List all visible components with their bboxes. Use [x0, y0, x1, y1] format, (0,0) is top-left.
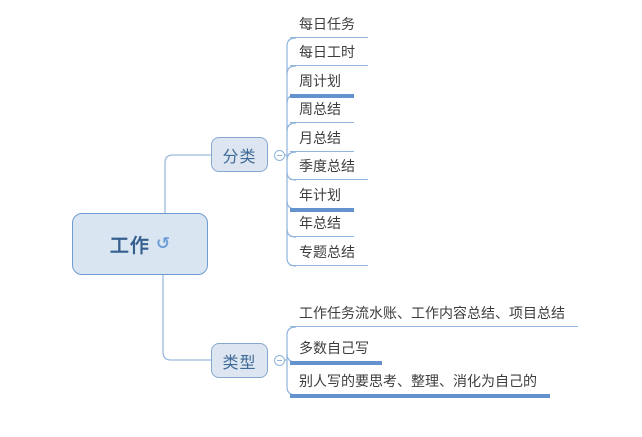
collapse-toggle-type[interactable] — [274, 355, 285, 366]
leaf-topic[interactable]: 年总结 — [290, 215, 354, 237]
minus-icon — [277, 360, 282, 361]
leaf-topic[interactable]: 月总结 — [290, 130, 354, 152]
leaf-topic[interactable]: 别人写的要思考、整理、消化为自己的 — [290, 373, 550, 398]
leaf-topic[interactable]: 多数自己写 — [290, 340, 382, 365]
leaf-topic[interactable]: 专题总结 — [290, 244, 368, 266]
leaf-topic[interactable]: 年计划 — [290, 187, 354, 212]
branch-topic-label: 分类 — [222, 148, 257, 166]
leaf-topic[interactable]: 每日工时 — [290, 44, 368, 66]
leaf-topic[interactable]: 周计划 — [290, 73, 354, 98]
refresh-icon[interactable]: ↺ — [155, 233, 171, 253]
leaf-topic[interactable]: 工作任务流水账、工作内容总结、项目总结 — [290, 305, 578, 327]
branch-topic-category[interactable]: 分类 — [211, 137, 268, 172]
leaf-topic[interactable]: 每日任务 — [290, 16, 368, 38]
branch-topic-label: 类型 — [222, 354, 257, 372]
root-topic-work[interactable]: 工作 ↺ — [72, 213, 208, 275]
collapse-toggle-category[interactable] — [274, 150, 285, 161]
branch-topic-type[interactable]: 类型 — [211, 343, 268, 378]
leaf-topic[interactable]: 季度总结 — [290, 158, 368, 180]
minus-icon — [277, 155, 282, 156]
root-topic-label: 工作 — [109, 235, 150, 257]
leaf-topic[interactable]: 周总结 — [290, 101, 354, 123]
